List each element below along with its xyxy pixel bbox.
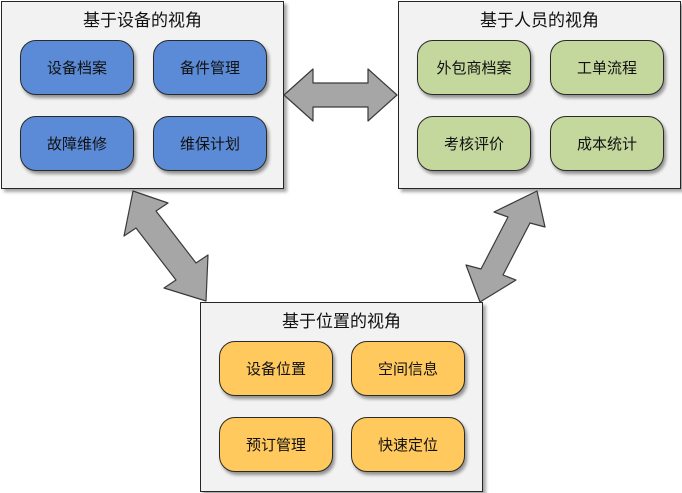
panel-personnel: 基于人员的视角 外包商档案 工单流程 考核评价 成本统计 bbox=[398, 1, 681, 189]
panel-location: 基于位置的视角 设备位置 空间信息 预订管理 快速定位 bbox=[200, 302, 483, 492]
item-cost-stats[interactable]: 成本统计 bbox=[550, 116, 664, 171]
item-contractor-archive[interactable]: 外包商档案 bbox=[417, 40, 531, 95]
item-maintenance-plan[interactable]: 维保计划 bbox=[153, 116, 267, 171]
panel-title-location: 基于位置的视角 bbox=[282, 312, 401, 332]
item-equipment-archive[interactable]: 设备档案 bbox=[20, 40, 134, 95]
panel-equipment: 基于设备的视角 设备档案 备件管理 故障维修 维保计划 bbox=[1, 1, 284, 189]
item-space-info[interactable]: 空间信息 bbox=[351, 341, 465, 396]
item-booking[interactable]: 预订管理 bbox=[219, 417, 333, 472]
item-evaluation[interactable]: 考核评价 bbox=[417, 116, 531, 171]
panel-title-personnel: 基于人员的视角 bbox=[480, 11, 599, 31]
item-equipment-location[interactable]: 设备位置 bbox=[219, 341, 333, 396]
item-quick-locate[interactable]: 快速定位 bbox=[351, 417, 465, 472]
item-work-order[interactable]: 工单流程 bbox=[550, 40, 664, 95]
arrow-equipment-location bbox=[123, 190, 209, 302]
item-spare-parts[interactable]: 备件管理 bbox=[153, 40, 267, 95]
panel-title-equipment: 基于设备的视角 bbox=[83, 11, 202, 31]
arrow-personnel-location bbox=[465, 190, 546, 303]
item-fault-repair[interactable]: 故障维修 bbox=[20, 116, 134, 171]
arrow-equipment-personnel bbox=[283, 68, 398, 122]
